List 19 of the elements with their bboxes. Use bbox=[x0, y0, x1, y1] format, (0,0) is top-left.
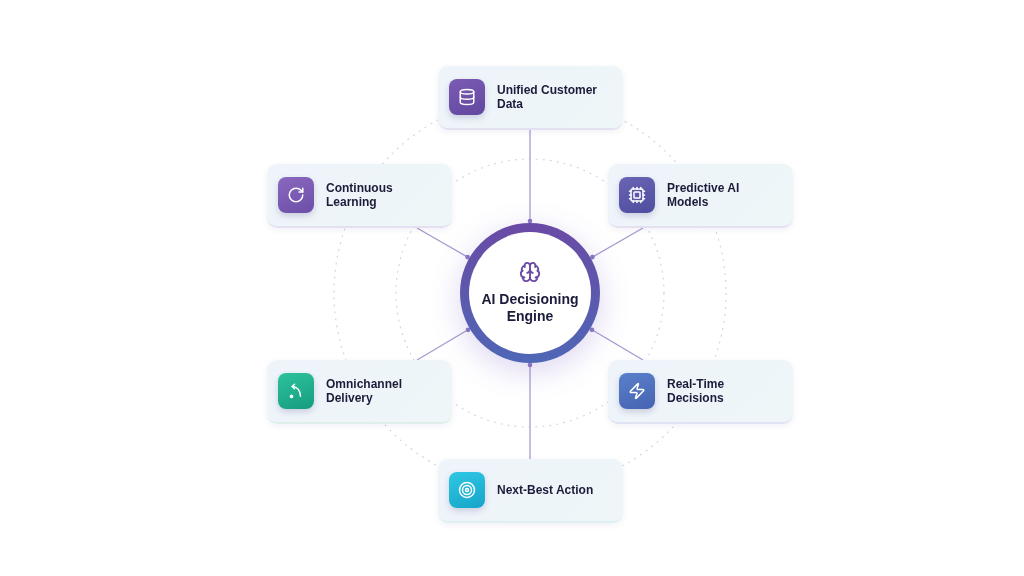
connector-line bbox=[416, 227, 470, 260]
connector-line bbox=[590, 227, 644, 260]
card-title: Continuous Learning bbox=[326, 180, 394, 210]
engine-title: AI Decisioning Engine bbox=[480, 291, 580, 325]
connector-line bbox=[527, 362, 533, 460]
card-title: Next-Best Action bbox=[497, 482, 594, 498]
connector-line bbox=[527, 129, 533, 224]
card-title: Omnichannel Delivery bbox=[326, 376, 403, 406]
feature-card bbox=[267, 164, 452, 228]
connector-line bbox=[589, 327, 644, 361]
feature-card bbox=[438, 66, 623, 130]
card-title: Predictive AI Models bbox=[667, 180, 741, 210]
card-title: Unified Customer Data bbox=[497, 82, 598, 112]
connector-line bbox=[416, 327, 471, 361]
feature-card bbox=[267, 360, 452, 424]
feature-card bbox=[608, 360, 793, 424]
card-title: Real-Time Decisions bbox=[667, 376, 726, 406]
feature-card bbox=[438, 459, 623, 523]
feature-card bbox=[608, 164, 793, 228]
